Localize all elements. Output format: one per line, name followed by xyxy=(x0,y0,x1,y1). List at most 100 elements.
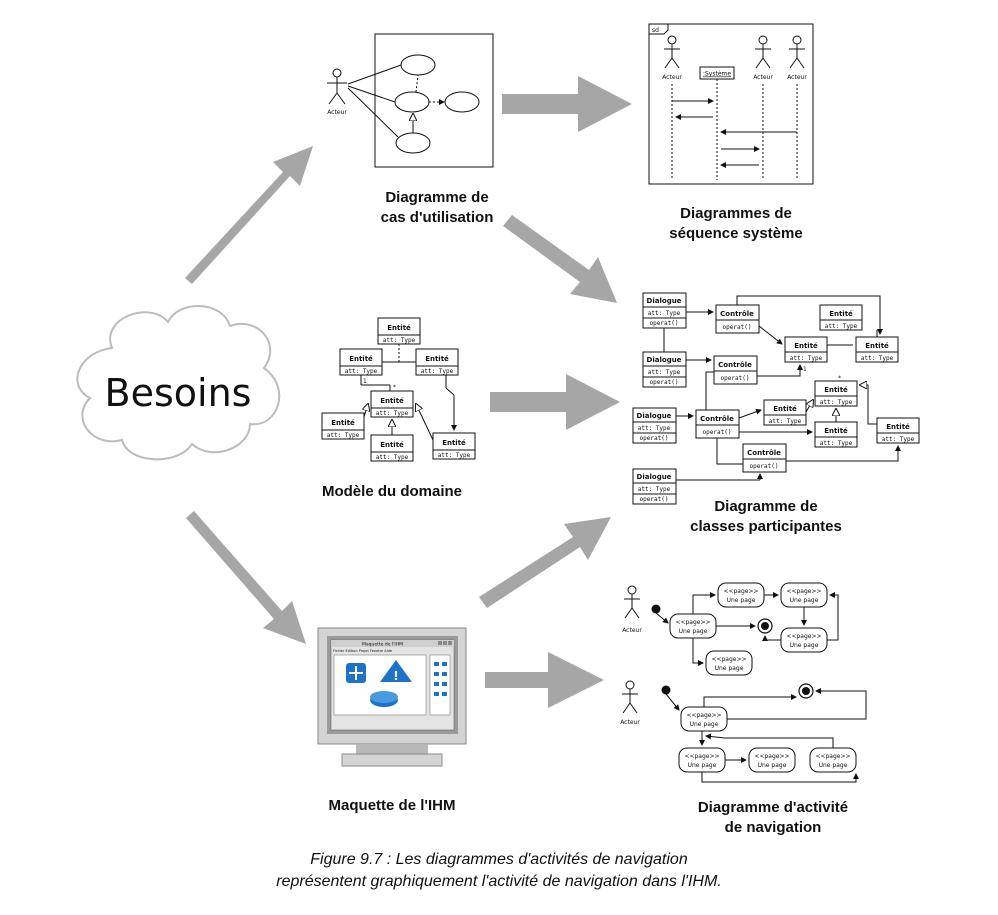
svg-text:att: Type: att: Type xyxy=(438,452,471,459)
svg-text:Acteur: Acteur xyxy=(622,627,642,634)
svg-text:Entité: Entité xyxy=(387,324,411,332)
controle-box: Contrôle operat() xyxy=(713,355,758,385)
use-case-label-line2: cas d'utilisation xyxy=(381,209,494,226)
svg-text:att: Type: att: Type xyxy=(648,310,681,317)
entity-box: Entité att: Type xyxy=(876,417,920,444)
svg-text:<<page>>: <<page>> xyxy=(786,588,821,595)
entity-box: Entité att: Type xyxy=(321,412,365,440)
svg-text:att: Type: att: Type xyxy=(376,454,409,461)
svg-text:Dialogue: Dialogue xyxy=(637,473,672,481)
svg-text:<<page>>: <<page>> xyxy=(711,656,746,663)
svg-text:*: * xyxy=(393,384,396,391)
svg-text:Fichier Edition Projet Fenetre: Fichier Edition Projet Fenetre Aide xyxy=(333,649,392,653)
svg-text:att: Type: att: Type xyxy=(825,323,858,330)
svg-text:Entité: Entité xyxy=(824,427,848,435)
svg-text:<<page>>: <<page>> xyxy=(786,633,821,640)
domain-label: Modèle du domaine xyxy=(322,483,462,500)
svg-text:*: * xyxy=(838,375,841,382)
svg-text:Une page: Une page xyxy=(688,762,717,769)
entity-box: Entité att: Type xyxy=(377,317,421,345)
svg-text:operat(): operat() xyxy=(640,496,669,503)
actor-icon xyxy=(327,68,347,105)
svg-text:att: Type: att: Type xyxy=(820,440,853,447)
svg-text:Contrôle: Contrôle xyxy=(747,449,781,457)
classes-label-line1: Diagramme de xyxy=(714,498,817,515)
sequence-label-line1: Diagrammes de xyxy=(680,205,792,222)
controle-box: Contrôle operat() xyxy=(695,409,740,439)
svg-text:<<page>>: <<page>> xyxy=(815,753,850,760)
svg-text:att: Type: att: Type xyxy=(345,368,378,375)
entity-box: Entité att: Type xyxy=(855,336,899,363)
svg-text::Système: :Système xyxy=(703,71,731,78)
svg-text:att: Type: att: Type xyxy=(769,418,802,425)
besoins-label: Besoins xyxy=(105,371,252,415)
svg-text:Entité: Entité xyxy=(824,386,848,394)
arrow-domain-to-classes xyxy=(490,374,620,430)
svg-text:Maquette de l'IHM: Maquette de l'IHM xyxy=(362,642,403,648)
svg-text:Dialogue: Dialogue xyxy=(647,356,682,364)
svg-text:operat(): operat() xyxy=(750,463,779,470)
svg-text:Entité: Entité xyxy=(425,355,449,363)
classes-label-line2: classes participantes xyxy=(690,518,842,535)
ihm-computer: Maquette de l'IHM Fichier Edition Projet… xyxy=(317,627,467,767)
controle-box: Contrôle operat() xyxy=(715,304,760,334)
svg-text:att: Type: att: Type xyxy=(638,425,671,432)
use-case-diagram: Acteur xyxy=(327,33,494,168)
svg-text:operat(): operat() xyxy=(640,435,669,442)
svg-text:Entité: Entité xyxy=(442,439,466,447)
svg-text:att: Type: att: Type xyxy=(790,355,823,362)
svg-text:Acteur: Acteur xyxy=(620,719,640,726)
dialogue-box: Dialogue att: Type operat() xyxy=(632,468,677,505)
entity-box: Entité att: Type xyxy=(763,399,807,426)
svg-text:sd: sd xyxy=(652,27,659,34)
svg-text:att: Type: att: Type xyxy=(383,337,416,344)
navigation-label-line1: Diagramme d'activité xyxy=(698,799,848,816)
dialogue-box: Dialogue att: Type operat() xyxy=(632,407,677,444)
domain-model: Entité att: Type Entité att: Type Entité… xyxy=(321,317,476,462)
svg-text:Entité: Entité xyxy=(865,342,889,350)
arrow-ihm-to-navigation xyxy=(485,652,604,708)
svg-text:att: Type: att: Type xyxy=(638,486,671,493)
svg-text:Entité: Entité xyxy=(331,419,355,427)
entity-box: Entité att: Type xyxy=(415,348,459,376)
svg-text:<<page>>: <<page>> xyxy=(686,712,721,719)
svg-text:Une page: Une page xyxy=(690,721,719,728)
controle-box: Contrôle operat() xyxy=(742,443,787,473)
svg-text:operat(): operat() xyxy=(703,429,732,436)
svg-text:Une page: Une page xyxy=(819,762,848,769)
svg-text:operat(): operat() xyxy=(721,375,750,382)
svg-text:Entité: Entité xyxy=(794,342,818,350)
svg-text:Acteur: Acteur xyxy=(753,74,773,81)
svg-text:Acteur: Acteur xyxy=(662,74,682,81)
navigation-diagram: Acteur <<page>> Une page <<page>> Une pa… xyxy=(622,582,839,676)
arrow-ihm-to-classes xyxy=(479,517,611,608)
svg-text:<<page>>: <<page>> xyxy=(684,753,719,760)
sequence-label-line2: séquence système xyxy=(669,225,802,242)
besoins-cloud: Besoins xyxy=(76,305,281,461)
svg-text:Entité: Entité xyxy=(380,397,404,405)
alert-icon xyxy=(380,660,412,682)
svg-text:1: 1 xyxy=(363,378,367,385)
svg-text:<<page>>: <<page>> xyxy=(723,588,758,595)
svg-text:Une page: Une page xyxy=(679,628,708,635)
svg-text:att: Type: att: Type xyxy=(648,369,681,376)
svg-text:Contrôle: Contrôle xyxy=(718,361,752,369)
svg-text:<<page>>: <<page>> xyxy=(754,753,789,760)
svg-text:operat(): operat() xyxy=(650,379,679,386)
navigation-diagram: Acteur <<page>> Une page <<page>> Une pa… xyxy=(620,680,867,783)
entity-box: Entité att: Type xyxy=(814,421,858,448)
svg-text:Une page: Une page xyxy=(758,762,787,769)
ihm-label: Maquette de l'IHM xyxy=(329,797,456,814)
dialogue-box: Dialogue att: Type operat() xyxy=(642,292,687,329)
entity-box: Entité att: Type xyxy=(432,432,476,460)
svg-text:Entité: Entité xyxy=(380,441,404,449)
svg-text:1: 1 xyxy=(803,366,807,373)
entity-box: Entité att: Type xyxy=(339,348,383,376)
svg-text:Acteur: Acteur xyxy=(787,74,807,81)
svg-text:Une page: Une page xyxy=(790,642,819,649)
svg-text:att: Type: att: Type xyxy=(820,399,853,406)
svg-text:att: Type: att: Type xyxy=(861,355,894,362)
entity-box: Entité att: Type xyxy=(814,380,858,407)
arrow-besoins-to-ihm xyxy=(186,511,306,644)
svg-text:Une page: Une page xyxy=(790,597,819,604)
